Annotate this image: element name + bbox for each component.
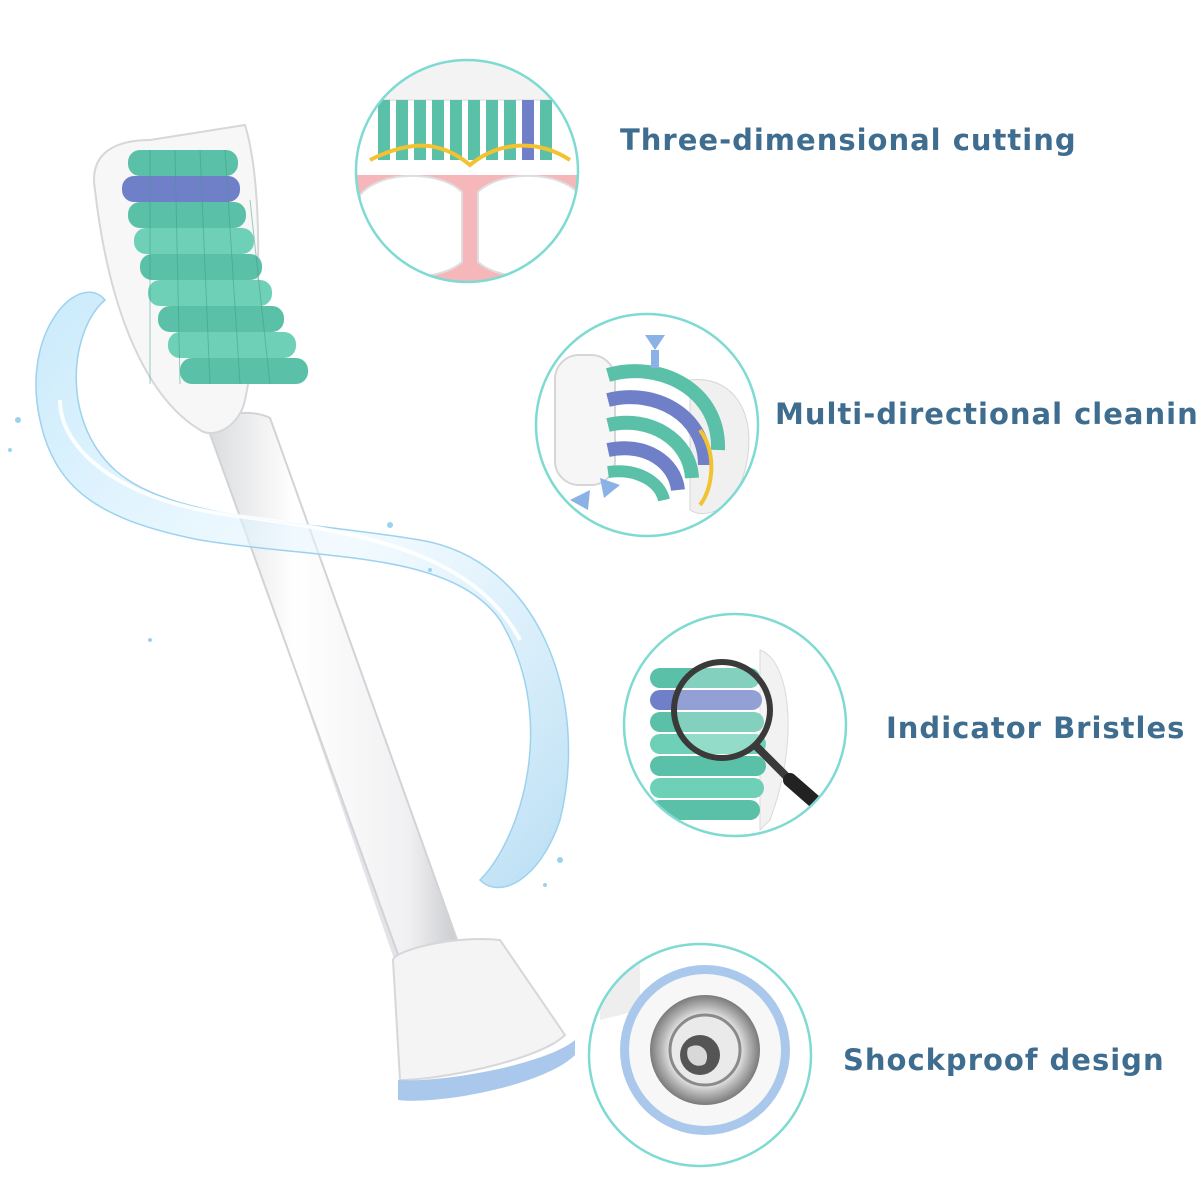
magnifier-bristles-icon: [622, 612, 848, 838]
feature-label-multi-directional-cleaning: Multi-directional cleaning: [775, 397, 1200, 431]
teeth-cutting-icon: [354, 58, 580, 284]
feature-label-shockproof-design: Shockproof design: [843, 1043, 1165, 1077]
metal-sleeve-icon: [587, 942, 813, 1168]
brush-head-arrows-icon: [534, 312, 760, 538]
toothbrush-head-illustration: [93, 123, 575, 1101]
feature-label-indicator-bristles: Indicator Bristles: [886, 711, 1186, 745]
water-splash-decoration: [8, 291, 570, 889]
bristle-tufts: [122, 149, 308, 385]
feature-label-three-dimensional-cutting: Three-dimensional cutting: [620, 123, 1077, 157]
